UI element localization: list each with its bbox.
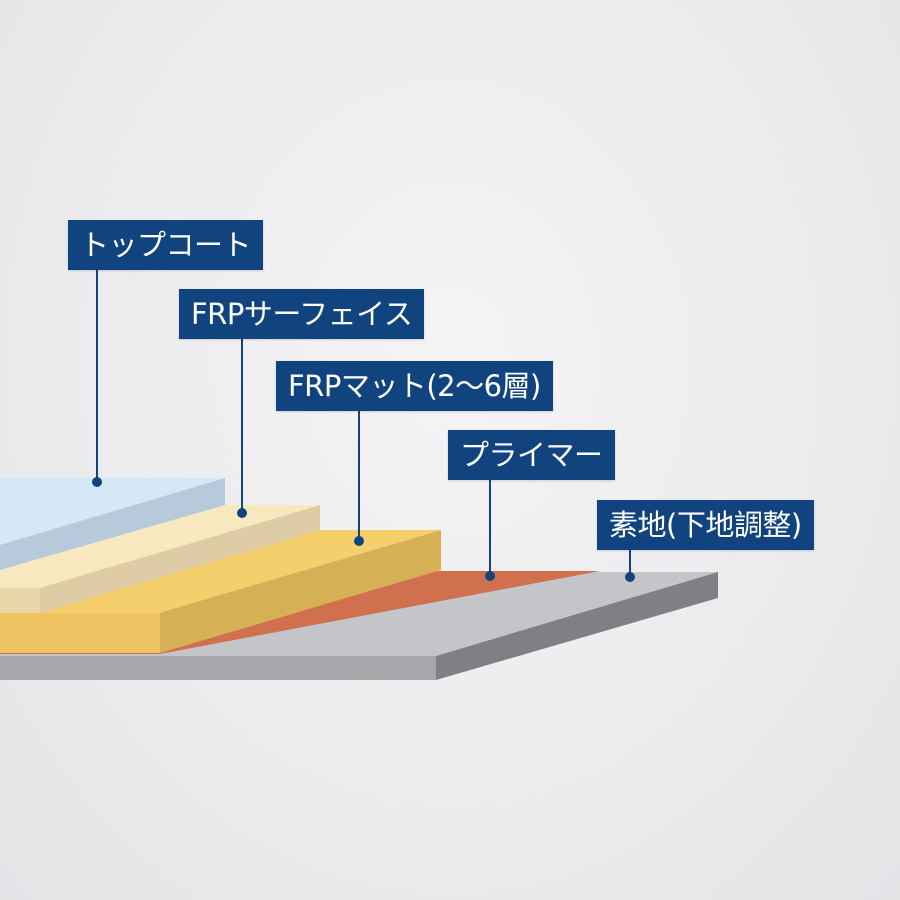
- leader-dot-topcoat: [92, 477, 102, 487]
- leader-dot-primer: [485, 571, 495, 581]
- substrate-front-face: [0, 656, 436, 680]
- substrate-side-face: [436, 572, 718, 680]
- leader-dot-substrate: [625, 572, 635, 582]
- surface-side-face: [40, 505, 320, 613]
- leader-dot-surface: [237, 508, 247, 518]
- topcoat-layer: [0, 478, 225, 570]
- label-frp-mat: FRPマット(2〜6層): [276, 361, 553, 411]
- topcoat-side-face: [0, 478, 225, 570]
- label-primer: プライマー: [448, 430, 615, 480]
- leader-dots: [92, 477, 635, 582]
- label-substrate: 素地(下地調整): [597, 500, 814, 550]
- mat-side-face: [160, 530, 441, 653]
- leader-dot-mat: [354, 536, 364, 546]
- mat-front-face: [0, 613, 160, 653]
- label-frp-surface: FRPサーフェイス: [179, 289, 425, 339]
- surface-front-face: [0, 588, 40, 613]
- label-topcoat: トップコート: [68, 220, 264, 270]
- leader-lines: [96, 270, 631, 577]
